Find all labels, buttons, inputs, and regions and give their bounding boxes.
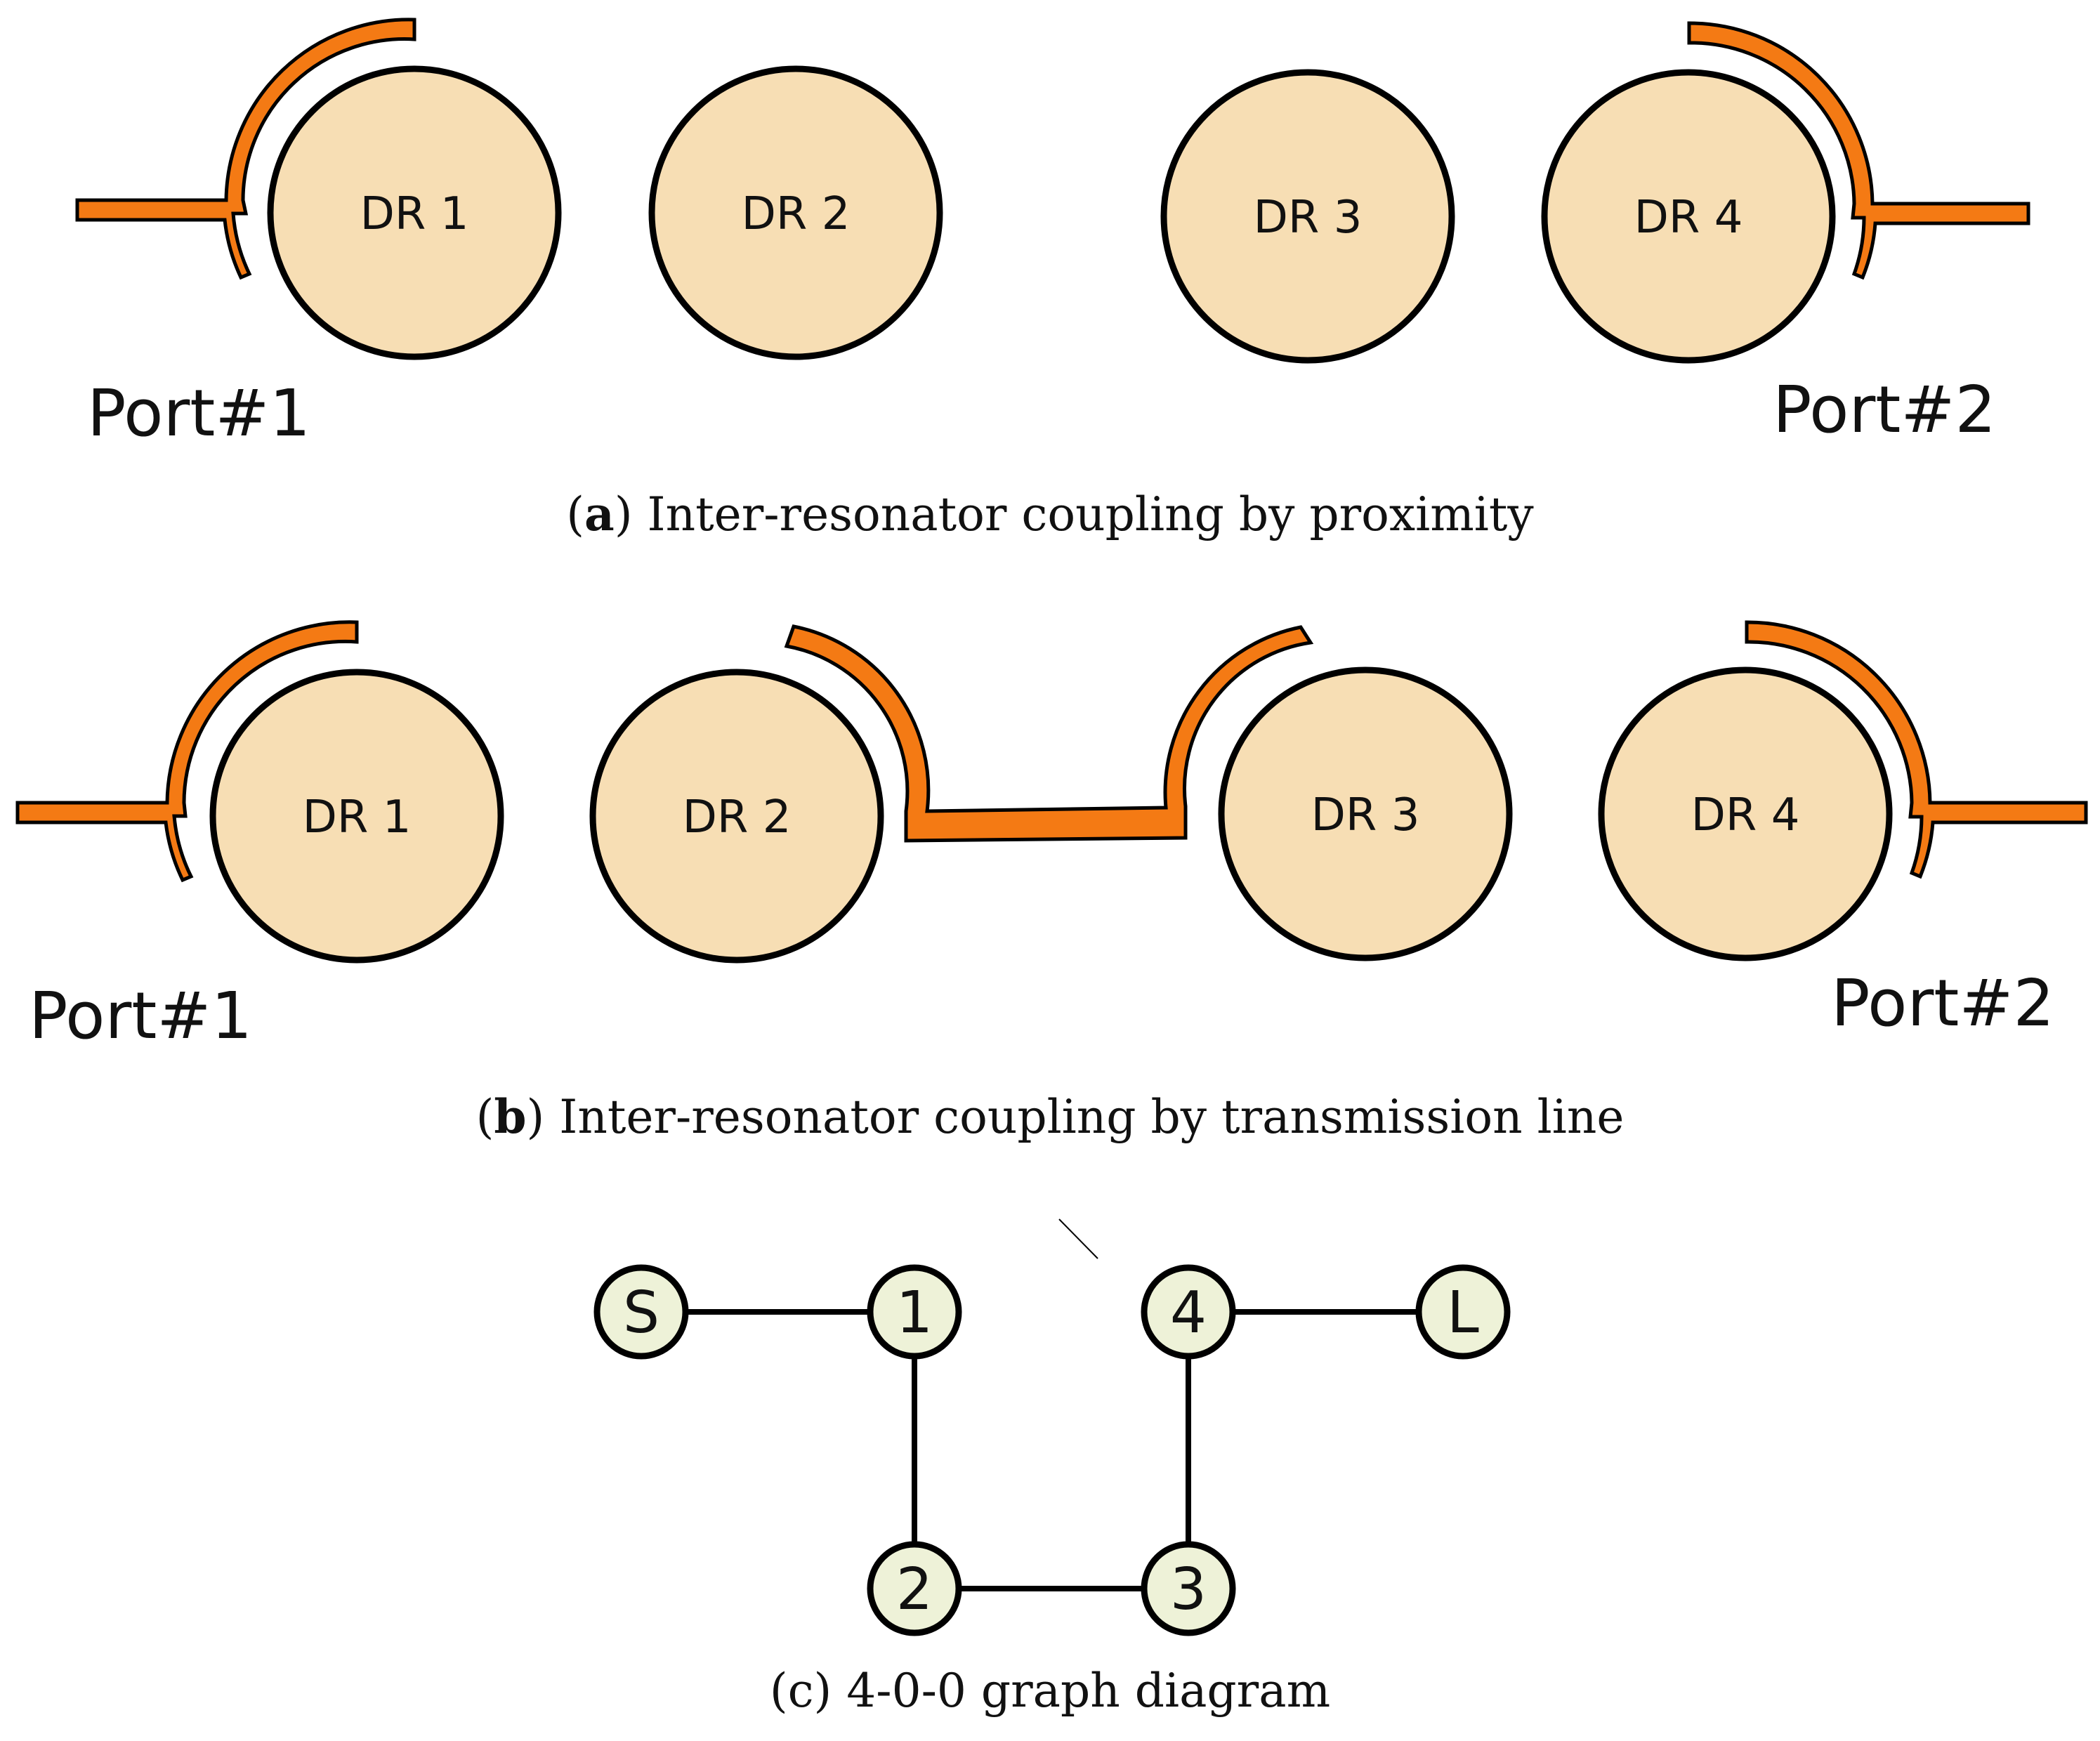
caption-c: (c) 4-0-0 graph diagram — [770, 1664, 1330, 1718]
dr3-label: DR 3 — [1311, 789, 1420, 841]
dr2-resonator — [648, 65, 943, 360]
caption-c-letter: c — [788, 1664, 814, 1718]
panel-a: DR 1 DR 2 DR 3 DR 4 Port#1 Port#2 (a) In… — [75, 18, 2030, 541]
node-3-label: 3 — [1170, 1556, 1207, 1623]
dr4-resonator — [1541, 69, 1836, 364]
caption-b-text: Inter-resonator coupling by transmission… — [559, 1090, 1624, 1144]
panel-b: DR 1 DR 2 DR 3 DR 4 Port#1 Port#2 (b) In… — [15, 620, 2088, 1144]
port1-label: Port#1 — [87, 376, 310, 451]
caption-b: (b) Inter-resonator coupling by transmis… — [476, 1089, 1625, 1144]
stray-mark — [1058, 1218, 1098, 1259]
node-source-label: S — [623, 1280, 659, 1346]
caption-b-letter: b — [494, 1089, 526, 1144]
node-3 — [1141, 1541, 1236, 1636]
port2-feed-line — [1745, 620, 2088, 879]
caption-a-text: Inter-resonator coupling by proximity — [648, 487, 1535, 541]
node-load-label: L — [1447, 1280, 1479, 1346]
caption-a: (a) Inter-resonator coupling by proximit… — [566, 487, 1534, 541]
port1-feed-line — [15, 620, 359, 883]
caption-c-text: 4-0-0 graph diagram — [846, 1664, 1330, 1718]
panel-c: S 1 2 3 4 L (c) 4-0-0 graph diagram — [593, 1218, 1511, 1718]
node-2 — [867, 1541, 962, 1636]
dr2-label: DR 2 — [683, 791, 792, 843]
node-1-label: 1 — [896, 1280, 933, 1346]
port2-feed-line — [1687, 21, 2030, 280]
dr1-resonator — [209, 669, 504, 964]
port1-label: Port#1 — [29, 978, 252, 1053]
node-1 — [867, 1264, 962, 1360]
coupling-transmission-line — [784, 624, 1314, 843]
dr4-label: DR 4 — [1634, 192, 1743, 244]
node-load — [1415, 1264, 1511, 1360]
node-2-label: 2 — [896, 1556, 933, 1623]
port2-label: Port#2 — [1831, 966, 2054, 1041]
dr3-resonator — [1160, 69, 1455, 364]
dr1-label: DR 1 — [360, 188, 469, 240]
node-4-label: 4 — [1170, 1280, 1207, 1346]
dr4-label: DR 4 — [1691, 789, 1800, 841]
dr3-resonator — [1218, 666, 1513, 961]
dr1-label: DR 1 — [303, 791, 412, 843]
node-source — [593, 1264, 689, 1360]
port2-label: Port#2 — [1773, 372, 1996, 447]
caption-a-letter: a — [584, 487, 615, 541]
dr2-resonator — [589, 669, 884, 964]
port1-feed-line — [75, 18, 416, 280]
dr1-resonator — [267, 65, 562, 360]
dr3-label: DR 3 — [1254, 192, 1363, 244]
dr2-label: DR 2 — [742, 188, 851, 240]
dr4-resonator — [1598, 666, 1893, 961]
node-4 — [1141, 1264, 1236, 1360]
